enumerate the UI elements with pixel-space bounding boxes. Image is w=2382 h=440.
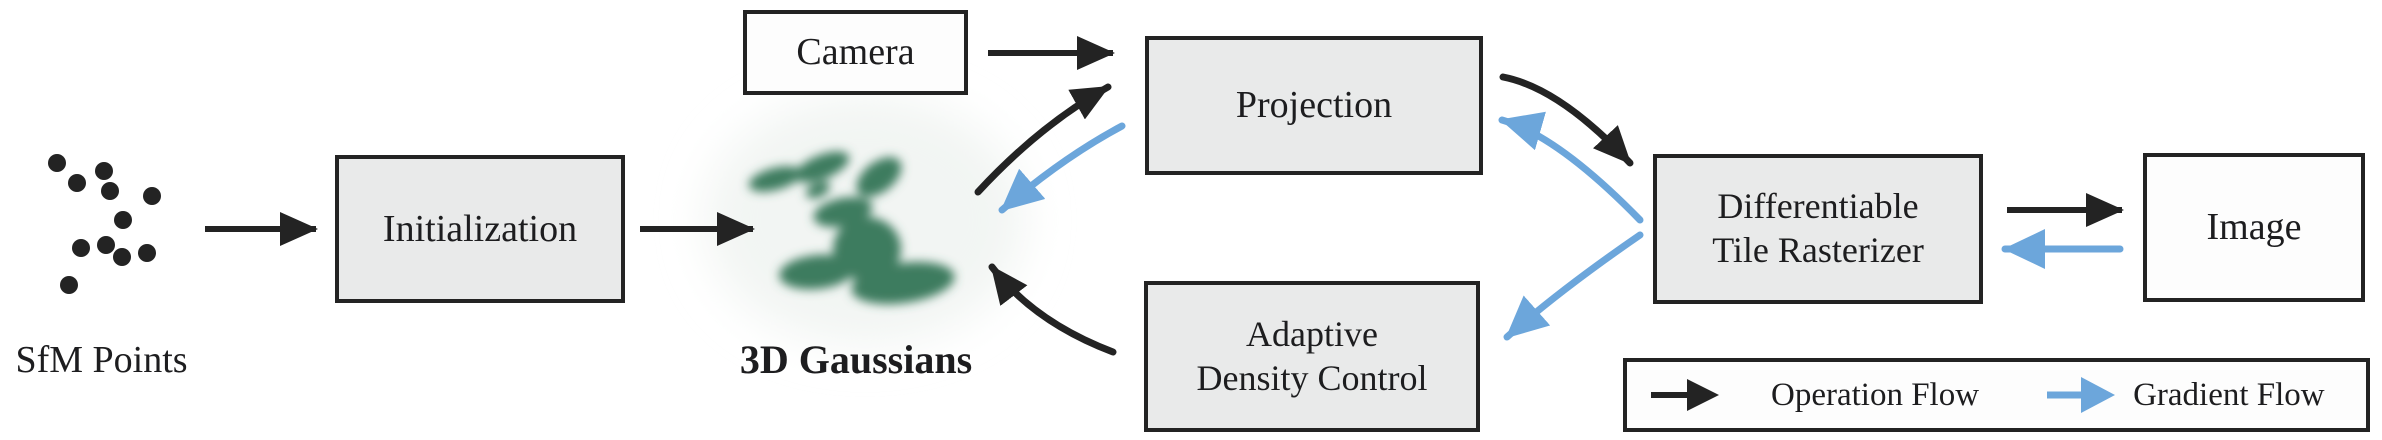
curved-operation-flow-arrows [974,73,1634,356]
gaussians-bunny-illustration [705,95,1025,345]
gradient-flow-label: Gradient Flow [2133,376,2325,413]
arrow-projection-to-rasterizer [1499,73,1634,167]
arrow-gaussians-to-projection [974,83,1112,196]
node-differentiable-tile-rasterizer: Differentiable Tile Rasterizer [1653,154,1983,304]
sfm-point-cloud [48,154,161,294]
node-adc-label-line2: Density Control [1196,357,1428,398]
node-image-label: Image [2206,206,2302,249]
sfm-point-dot [143,187,161,205]
gaussian-ellipse [805,181,831,199]
gaussian-ellipse [794,151,850,183]
legend: Operation Flow Gradient Flow [1623,358,2370,432]
gradient-flow-arrow-icon [2047,377,2116,413]
node-initialization: Initialization [335,155,625,303]
arrow-projection-to-gaussians-gradient [998,122,1126,214]
gaussian-ellipse [856,157,902,197]
arrow-rasterizer-to-projection-gradient [1498,111,1644,224]
arrow-rasterizer-to-adc-gradient [1503,231,1644,341]
gaussian-ellipse [748,166,802,192]
sfm-point-dot [97,236,115,254]
node-projection-label: Projection [1235,84,1393,127]
gradient-flow-arrows [998,111,2124,341]
sfm-point-dot [101,182,119,200]
node-projection: Projection [1145,36,1483,175]
sfm-point-dot [113,248,131,266]
sfm-points-label: SfM Points [15,339,188,381]
node-camera: Camera [743,10,968,95]
gaussian-ellipse [851,261,955,305]
node-rasterizer-label-line1: Differentiable [1717,186,1919,227]
sfm-point-dot [72,239,90,257]
sfm-point-dot [95,162,113,180]
sfm-point-dot [68,174,86,192]
operation-flow-arrow-icon [1651,379,1719,411]
node-initialization-label: Initialization [382,207,578,250]
node-image: Image [2143,153,2365,302]
gaussians-label: 3D Gaussians [739,337,973,382]
node-camera-label: Camera [796,31,915,74]
node-adc-label-line1: Adaptive [1246,313,1378,354]
sfm-point-dot [48,154,66,172]
operation-flow-label: Operation Flow [1771,376,1980,413]
sfm-point-dot [138,244,156,262]
node-rasterizer-label-line2: Tile Rasterizer [1712,230,1924,270]
sfm-point-dot [60,276,78,294]
gaussian-ellipse [779,254,855,290]
operation-flow-arrows [205,36,2124,246]
arrow-adc-to-gaussians [988,263,1117,356]
sfm-point-dot [114,211,132,229]
node-adaptive-density-control: Adaptive Density Control [1144,281,1480,432]
